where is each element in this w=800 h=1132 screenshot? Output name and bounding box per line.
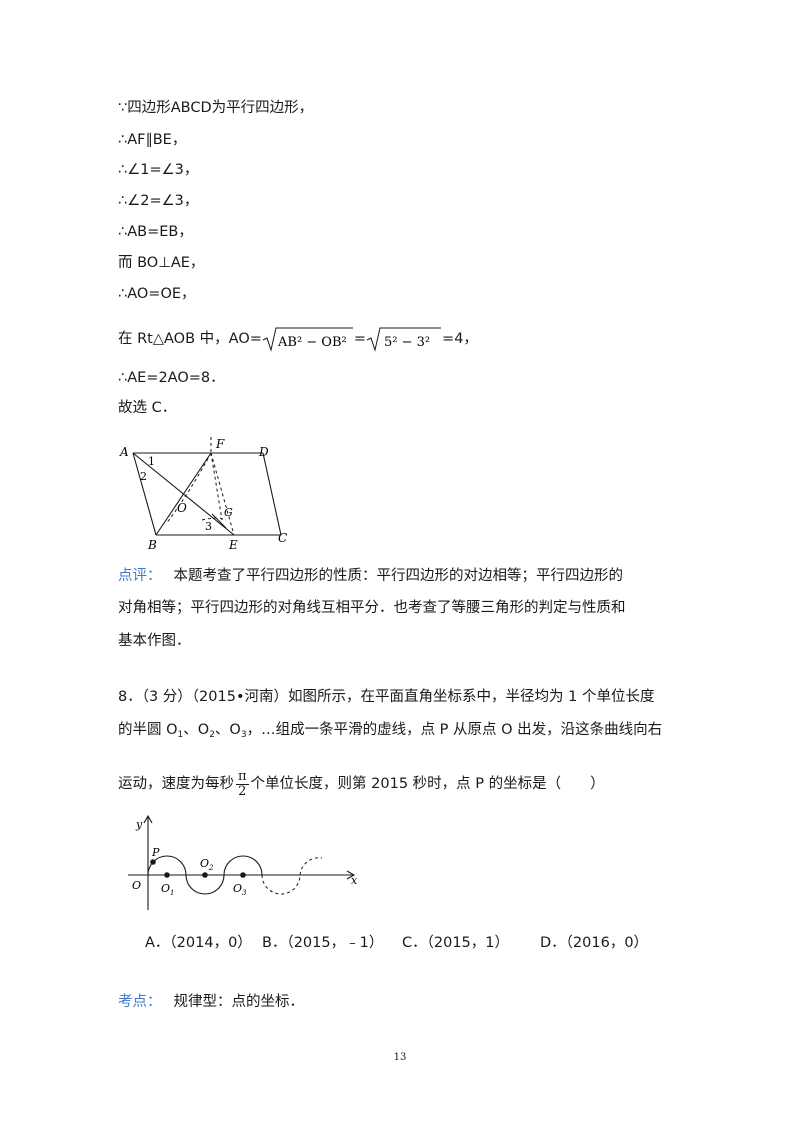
semicircle-figure: y x O P O1 O2 O3 xyxy=(128,814,358,910)
choice-a[interactable]: A．（2014，0） xyxy=(145,935,252,951)
label-P: P xyxy=(151,846,160,859)
sqrt-radicand-2: 5² − 3² xyxy=(384,335,430,350)
q-speed-text: 运动，速度为每秒 xyxy=(118,776,234,792)
point-O2 xyxy=(202,872,208,878)
parallelogram-figure: A F D B E C O G 1 2 3 xyxy=(119,437,287,552)
label-C: C xyxy=(278,531,287,545)
angle-label-3: 3 xyxy=(205,520,212,533)
point-O3 xyxy=(240,872,246,878)
sqrt-expression-2: 5² − 3² xyxy=(366,326,442,352)
point-O1 xyxy=(164,872,170,878)
page-number: 13 xyxy=(393,1052,407,1063)
label-O1: O1 xyxy=(161,882,175,897)
choice-b[interactable]: B．（2015，﹣1） xyxy=(262,935,384,951)
label-E: E xyxy=(228,538,238,552)
solution-line-8: 在 Rt△AOB 中，AO= AB² − OB² = 5² − 3² =4， xyxy=(118,326,478,352)
label-O3: O3 xyxy=(233,882,247,897)
equals-sign: = xyxy=(353,331,367,347)
q-sub-1: 1 xyxy=(177,730,184,740)
review-label: 点评： xyxy=(118,568,162,584)
axis-label-x: x xyxy=(351,874,358,887)
solution-line-3: ∴∠1=∠3， xyxy=(118,162,199,178)
choice-d[interactable]: D．（2016，0） xyxy=(540,935,649,951)
angle-label-2: 2 xyxy=(140,470,147,483)
sqrt-radicand-1: AB² − OB² xyxy=(277,335,347,350)
kaodian-text: 规律型：点的坐标． xyxy=(173,994,305,1010)
q-question-text: 个单位长度，则第 2015 秒时，点 P 的坐标是（ ） xyxy=(250,776,605,792)
solution-line-2: ∴AF∥BE， xyxy=(118,132,187,148)
result-text: =4， xyxy=(442,331,478,347)
axis-label-y: y xyxy=(135,818,143,831)
q-text-c: 、O xyxy=(214,722,241,738)
question-line-1: 8．（3 分）（2015•河南）如图所示，在平面直角坐标系中，半径均为 1 个单… xyxy=(118,689,655,705)
solution-line-4: ∴∠2=∠3， xyxy=(118,193,199,209)
solution-line-9: ∴AE=2AO=8． xyxy=(118,370,225,386)
label-F: F xyxy=(215,437,225,451)
angle-label-1: 1 xyxy=(148,455,155,468)
solution-line-1: ∵四边形ABCD为平行四边形， xyxy=(118,100,314,116)
fraction-numerator: π xyxy=(236,768,249,785)
choice-c[interactable]: C．（2015，1） xyxy=(402,935,510,951)
q-sub-3: 3 xyxy=(240,730,247,740)
solution-line-5: ∴AB=EB， xyxy=(118,224,193,240)
q-sub-2: 2 xyxy=(209,730,215,740)
solution-line-7: ∴AO=OE， xyxy=(118,286,196,302)
sqrt-expression-1: AB² − OB² xyxy=(262,326,354,352)
label-B: B xyxy=(147,538,157,552)
origin-label: O xyxy=(132,879,141,892)
point-P xyxy=(150,859,156,865)
review-line-2: 对角相等；平行四边形的对角线互相平分．也考查了等腰三角形的判定与性质和 xyxy=(118,600,626,616)
solution-line-10: 故选 C． xyxy=(118,400,177,416)
q-text-d: ，…组成一条平滑的虚线，点 P 从原点 O 出发，沿这条曲线向右 xyxy=(246,722,663,738)
solution-line-6: 而 BO⊥AE， xyxy=(118,255,205,271)
label-D: D xyxy=(258,445,269,459)
review-line-3: 基本作图． xyxy=(118,633,191,649)
fraction-denominator: 2 xyxy=(238,783,247,799)
label-A: A xyxy=(119,445,129,459)
label-G: G xyxy=(224,506,233,519)
label-O2: O2 xyxy=(200,857,214,872)
label-O: O xyxy=(177,501,187,515)
question-line-2: 的半圆 O1、O2、O3，…组成一条平滑的虚线，点 P 从原点 O 出发，沿这条… xyxy=(118,720,662,745)
review-line-1: 点评： 本题考查了平行四边形的性质：平行四边形的对边相等；平行四边形的 xyxy=(118,566,623,586)
q-text-b: 、O xyxy=(183,722,210,738)
kaodian-label: 考点： xyxy=(118,994,162,1010)
q-text-a: 的半圆 O xyxy=(118,722,178,738)
rt-triangle-text: 在 Rt△AOB 中，AO= xyxy=(118,331,262,347)
review-text-1: 本题考查了平行四边形的性质：平行四边形的对边相等；平行四边形的 xyxy=(173,568,624,584)
kaodian-line: 考点： 规律型：点的坐标． xyxy=(118,992,304,1012)
